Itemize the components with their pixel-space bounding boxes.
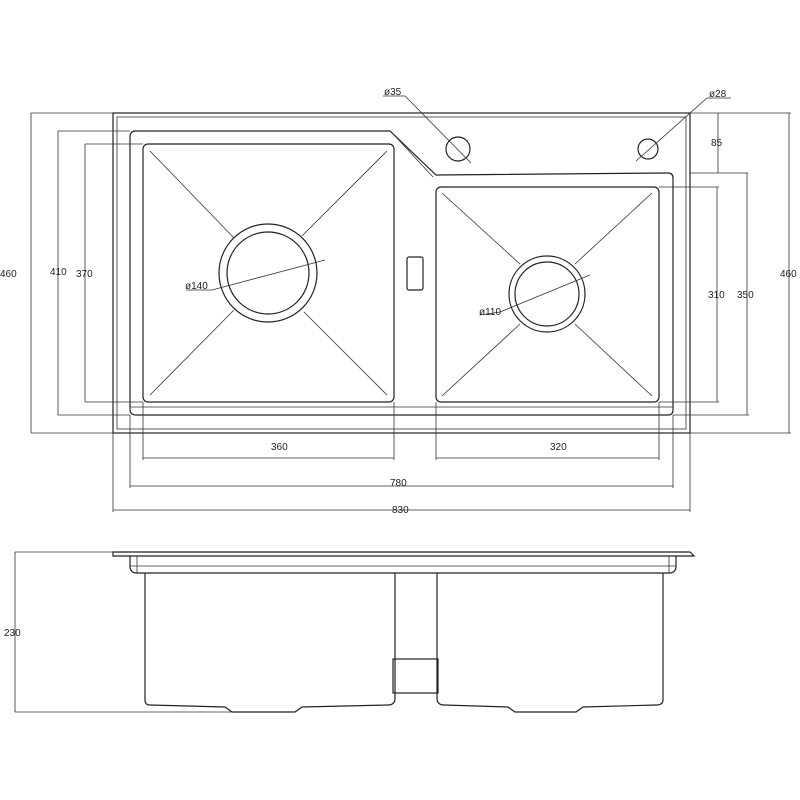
side-left-bowl — [144, 573, 396, 713]
side-rim — [129, 556, 677, 574]
dim-tap-zone: 85 — [711, 138, 723, 149]
dim-right-rim-depth: 350 — [737, 290, 754, 301]
right-bowl — [435, 186, 660, 403]
left-bowl-creases — [149, 150, 653, 397]
left-drain-label: ø140 — [185, 281, 208, 292]
side-drain-pipe — [392, 658, 439, 694]
dim-overall-depth-right: 460 — [780, 269, 797, 280]
rim-outline — [129, 130, 674, 416]
leaders — [186, 95, 731, 316]
side-right-bowl — [436, 573, 664, 713]
top-view: ø35 ø28 ø140 ø110 460 410 370 360 320 78… — [0, 87, 797, 516]
rim-chamfer — [394, 135, 434, 178]
dim-rim-depth-left: 410 — [50, 267, 67, 278]
dim-height: 230 — [4, 628, 21, 639]
dim-rim-width: 780 — [390, 478, 407, 489]
right-drain-icon — [508, 255, 586, 333]
dim-overall-depth-left: 460 — [0, 269, 17, 280]
left-drain-icon — [218, 223, 318, 323]
accessory-hole-label: ø28 — [709, 89, 727, 100]
dim-left-bowl-width: 360 — [271, 442, 288, 453]
left-drain-inner — [226, 231, 310, 315]
tap-hole-label: ø35 — [384, 87, 402, 98]
side-view: 230 — [4, 551, 696, 713]
side-plate — [112, 551, 696, 557]
dimension-lines — [30, 112, 791, 512]
right-drain-label: ø110 — [479, 307, 501, 318]
dim-left-bowl-depth: 370 — [76, 269, 93, 280]
tap-hole-icon — [445, 136, 471, 162]
side-height-dimension — [14, 551, 232, 713]
dim-right-bowl-depth: 310 — [708, 290, 725, 301]
outer-plate — [112, 112, 691, 434]
dim-right-bowl-width: 320 — [550, 442, 567, 453]
left-bowl — [142, 143, 395, 403]
dim-overall-width: 830 — [392, 505, 409, 516]
right-drain-inner — [514, 261, 580, 327]
overflow-slot — [406, 256, 424, 291]
plate-edge — [116, 116, 687, 430]
accessory-hole-icon — [637, 138, 659, 160]
